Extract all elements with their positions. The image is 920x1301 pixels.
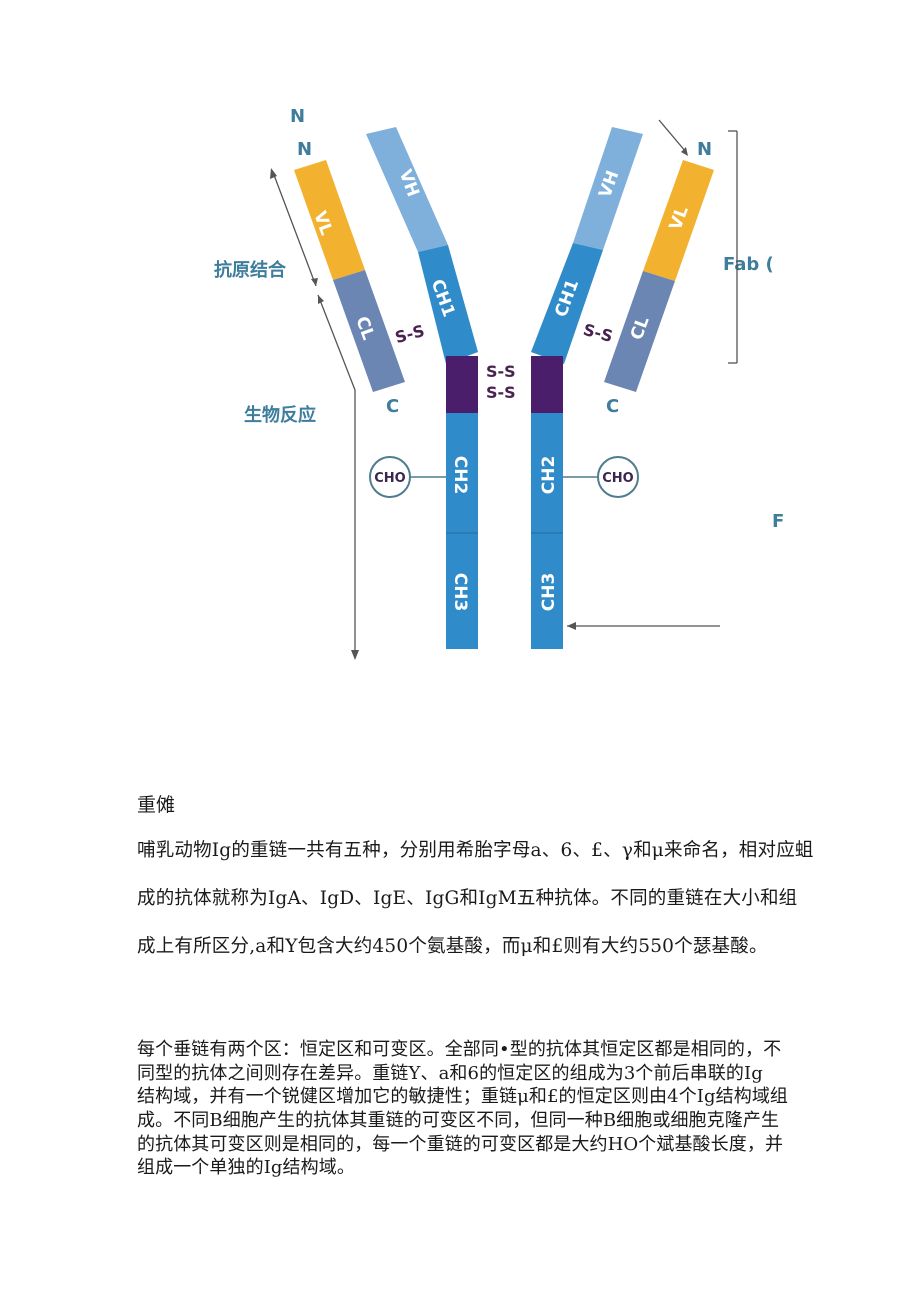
section-heading: 重傩 — [137, 794, 176, 816]
paragraph-line: 成的抗体就称为IgA、IgD、IgE、IgG和IgM五种抗体。不同的重链在大小和… — [137, 888, 798, 909]
left-ch3-label: CH3 — [450, 573, 470, 612]
left-cl-domain — [333, 270, 405, 392]
paragraph-line: 每个垂链有两个区：恒定区和可变区。全部同•型的抗体其恒定区都是相同的，不 — [137, 1039, 782, 1060]
paragraph-heavy-chain-regions: 每个垂链有两个区：恒定区和可变区。全部同•型的抗体其恒定区都是相同的，不 同型的… — [137, 1038, 797, 1180]
right-light-chain — [604, 160, 714, 392]
annotation-arrows — [273, 119, 738, 655]
left-vh-domain — [366, 127, 448, 252]
left-ch1-domain — [418, 245, 478, 364]
hinge-ss-bond-1: S-S — [486, 362, 516, 381]
right-ch3-label: CH3 — [539, 573, 559, 612]
right-cho-label: CHO — [602, 471, 633, 486]
biological-response-label: 生物反应 — [244, 404, 316, 426]
left-ch2-label: CH2 — [450, 456, 470, 495]
left-cho-label: CHO — [374, 471, 405, 486]
c-terminus-right-label: C — [606, 396, 619, 417]
paragraph-line: 成上有所区分,a和Y包含大约450个氨基酸，而μ和£则有大约550个瑟基酸。 — [137, 936, 768, 957]
left-heavy-chain — [366, 127, 478, 649]
right-hinge — [531, 356, 563, 413]
left-cho-group: CHO — [369, 456, 446, 498]
n-terminus-top-label: N — [290, 106, 305, 127]
n-terminus-right-label: N — [697, 139, 712, 160]
right-ch1-domain — [531, 243, 603, 364]
left-ch2-domain — [446, 413, 478, 533]
right-ch2-label: CH2 — [539, 456, 559, 495]
right-heavy-chain — [531, 127, 643, 649]
paragraph-line: 结构域，并有一个锐健区增加它的敏捷性；重链μ和£的恒定区则由4个Ig结构域组 — [137, 1086, 789, 1108]
paragraph-heavy-chain-types: 哺乳动物Ig的重链一共有五种，分别用希胎字母a、6、£、γ和μ来命名，相对应蛆 … — [137, 838, 814, 982]
right-vh-domain — [573, 127, 643, 250]
paragraph-line: 成。不同B细胞产生的抗体其重链的可变区不同，但同一种B细胞或细胞克隆产生 — [137, 1110, 780, 1132]
left-ch3-domain — [446, 533, 478, 649]
fab-label: Fab ( — [723, 254, 774, 275]
paragraph-line: 同型的抗体之间则存在差异。重链Y、a和6的恒定区的组成为3个前后串联的Ig — [137, 1062, 763, 1084]
c-terminus-left-label: C — [386, 396, 399, 417]
paragraph-line: 组成一个单独的Ig结构域。 — [137, 1157, 355, 1179]
left-light-chain — [294, 160, 405, 392]
right-cl-domain — [604, 271, 675, 392]
right-ss-bond: S-S — [581, 320, 615, 346]
paragraph-line: 哺乳动物Ig的重链一共有五种，分别用希胎字母a、6、£、γ和μ来命名，相对应蛆 — [137, 840, 814, 861]
right-ch3-domain — [531, 533, 563, 649]
left-vl-domain — [294, 160, 365, 280]
hinge-ss-bond-2: S-S — [486, 383, 516, 402]
paragraph-line: 的抗体其可变区则是相同的，每一个重链的可变区都是大约HO个斌基酸长度，并 — [137, 1133, 784, 1155]
right-vl-domain — [643, 160, 714, 281]
left-ss-bond: S-S — [393, 321, 427, 347]
left-hinge — [446, 356, 478, 413]
fc-label: F — [772, 511, 784, 532]
right-ch2-domain — [531, 413, 563, 533]
n-terminus-left-label: N — [297, 139, 312, 160]
antigen-binding-label: 抗原结合 — [214, 259, 287, 281]
right-cho-group: CHO — [563, 456, 639, 498]
antibody-structure-diagram: VL VH CH1 CL CH2 CH3 VH VL CH1 CL CH2 CH… — [214, 106, 784, 660]
